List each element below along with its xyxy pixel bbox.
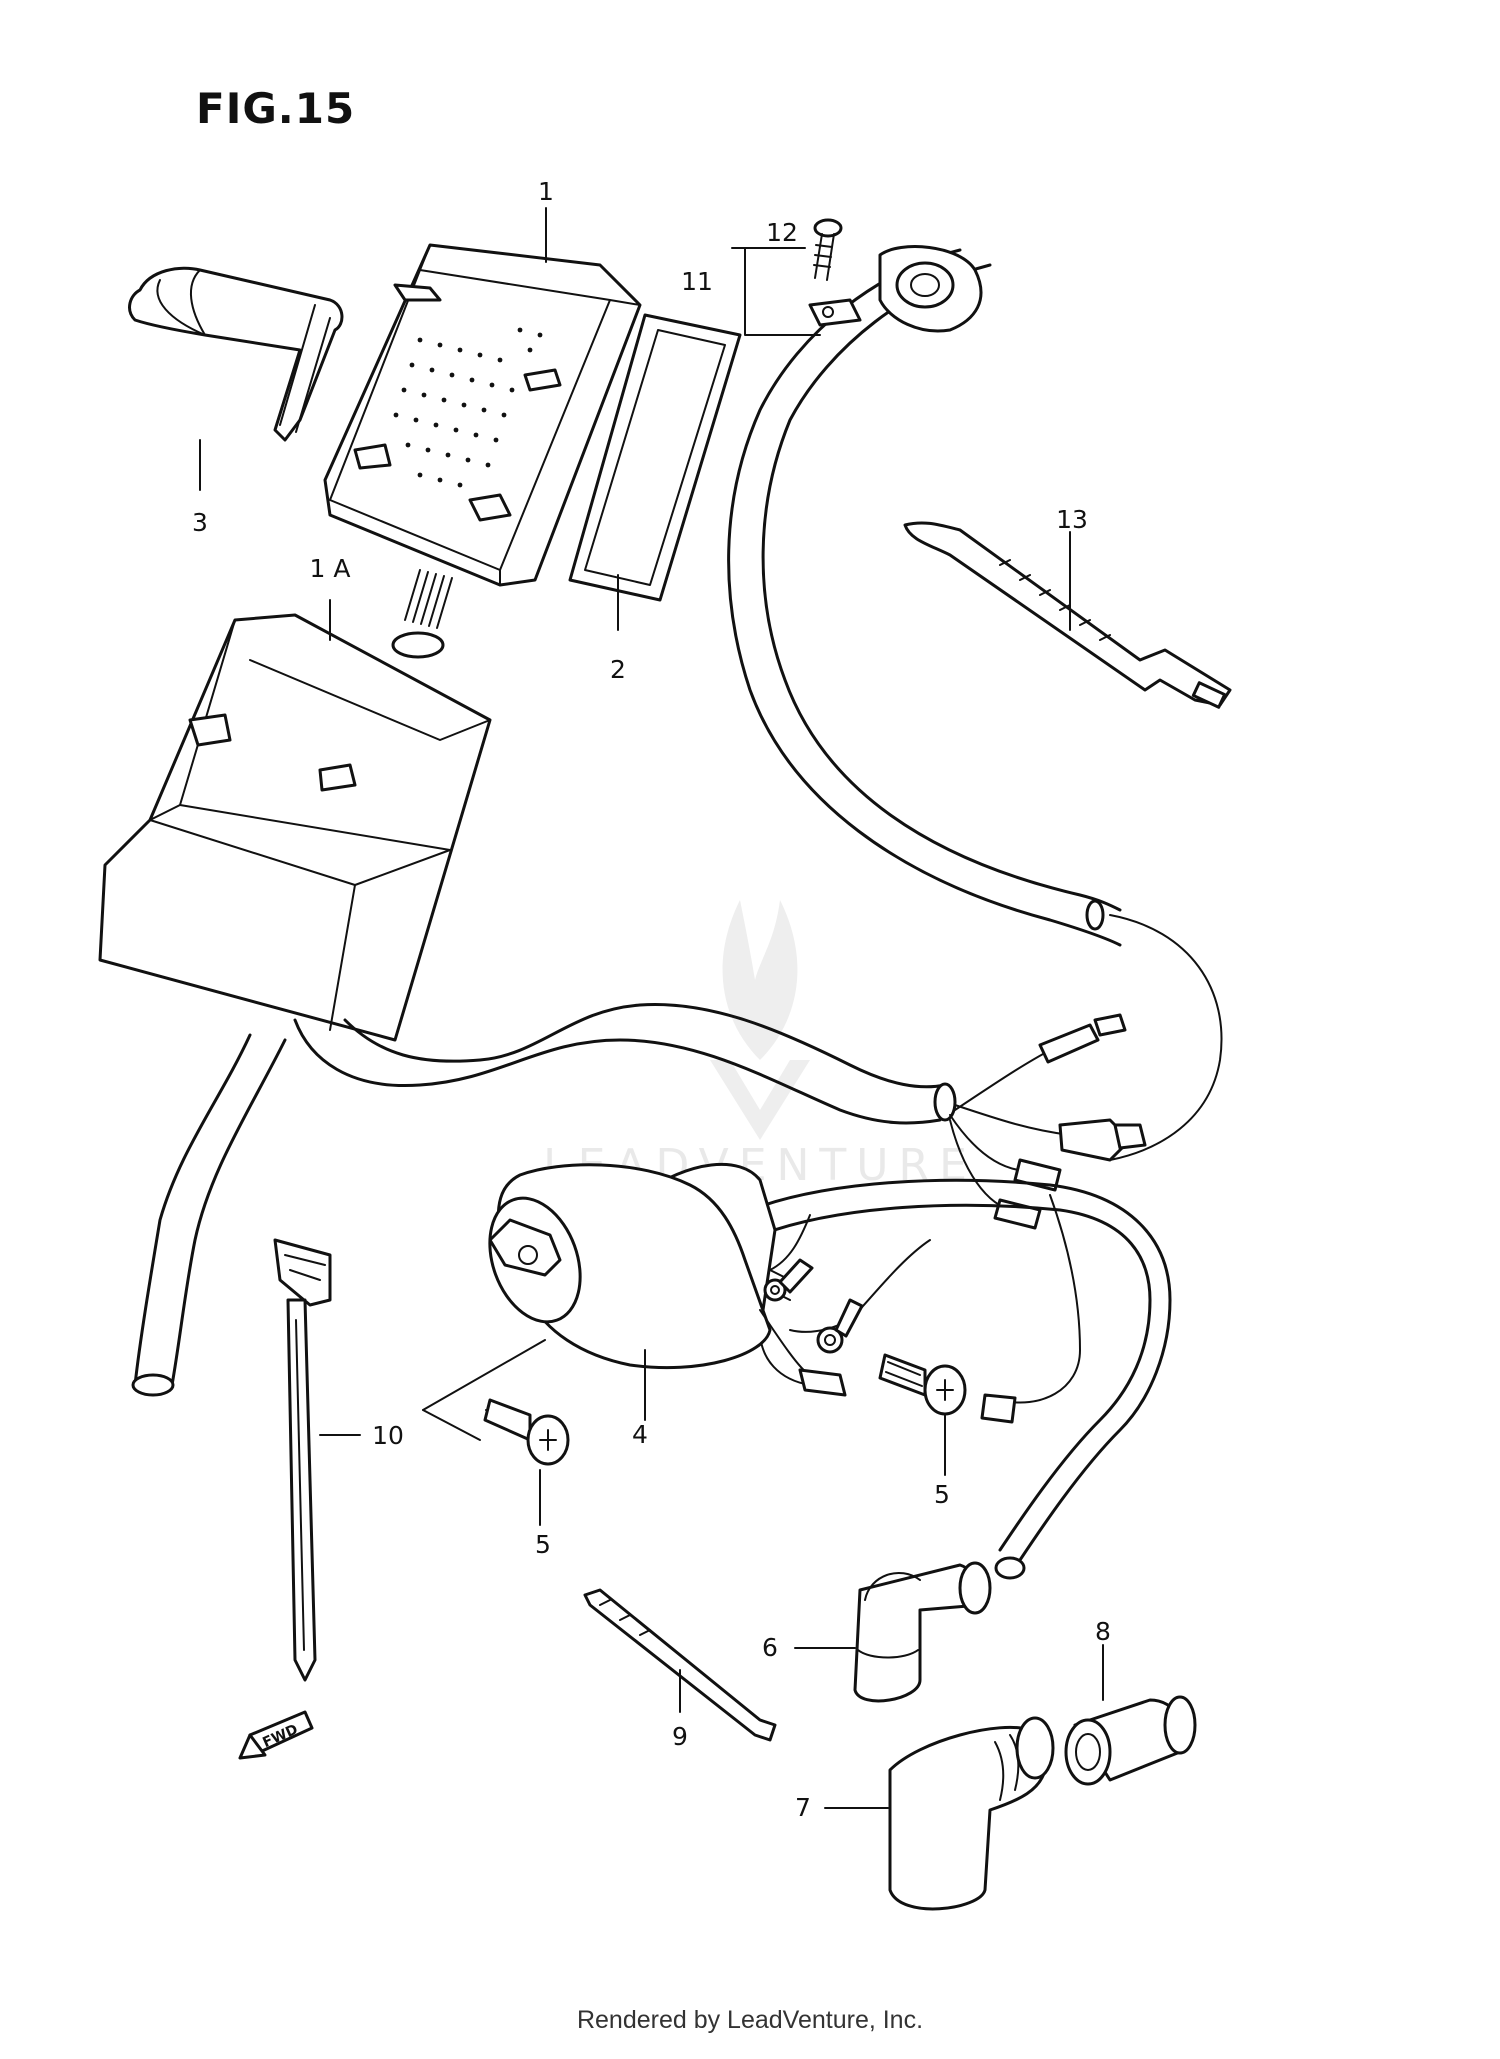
- part-12-screw: [813, 218, 843, 281]
- part-10-cable-tie: [273, 1238, 332, 1682]
- part-7-plug-elbow: [888, 1716, 1055, 1911]
- part-8-seal: [1064, 1695, 1197, 1786]
- footer-credit: Rendered by LeadVenture, Inc.: [576, 2006, 924, 2034]
- callout-4: 4: [632, 1420, 648, 1449]
- callout-2: 2: [610, 655, 626, 684]
- watermark: LEADVENTURE: [543, 900, 967, 1191]
- callout-3: 3: [192, 508, 208, 537]
- part-11-switch: [808, 245, 983, 333]
- callout-5-left: 5: [535, 1530, 551, 1559]
- ring-terminals: [763, 1258, 1017, 1424]
- part-5-screw-right: [878, 1353, 967, 1416]
- callout-9: 9: [672, 1722, 688, 1751]
- part-1-cdi-unit: [323, 243, 642, 659]
- callout-5-right: 5: [934, 1480, 950, 1509]
- fwd-arrow: FWD: [238, 1710, 314, 1760]
- callout-12: 12: [766, 218, 798, 247]
- callout-numbers: 1 1 A 2 3 4 5 5 6 7 8 9 10 11 12 13: [192, 177, 1111, 1822]
- part-13-cable-tie: [903, 521, 1232, 709]
- part-1a-cover: [98, 613, 492, 1042]
- part-2-cushion: [568, 313, 742, 602]
- callout-8: 8: [1095, 1617, 1111, 1646]
- callout-7: 7: [795, 1793, 811, 1822]
- callout-11: 11: [681, 267, 713, 296]
- part-5-screw-left: [483, 1398, 570, 1466]
- part-3-bracket: [128, 266, 344, 442]
- wiring-harness: [131, 248, 1223, 1580]
- leader-lines: [199, 207, 1104, 1809]
- part-4-ignition-coil: [488, 1162, 811, 1376]
- part-6-plug-cap: [853, 1561, 992, 1703]
- callout-6: 6: [762, 1633, 778, 1662]
- figure-title: FIG.15: [196, 84, 356, 133]
- callout-10: 10: [372, 1421, 404, 1450]
- part-9-cable-tie: [583, 1588, 777, 1742]
- callout-1a: 1 A: [310, 554, 351, 583]
- callout-13: 13: [1056, 505, 1088, 534]
- callout-1: 1: [538, 177, 554, 206]
